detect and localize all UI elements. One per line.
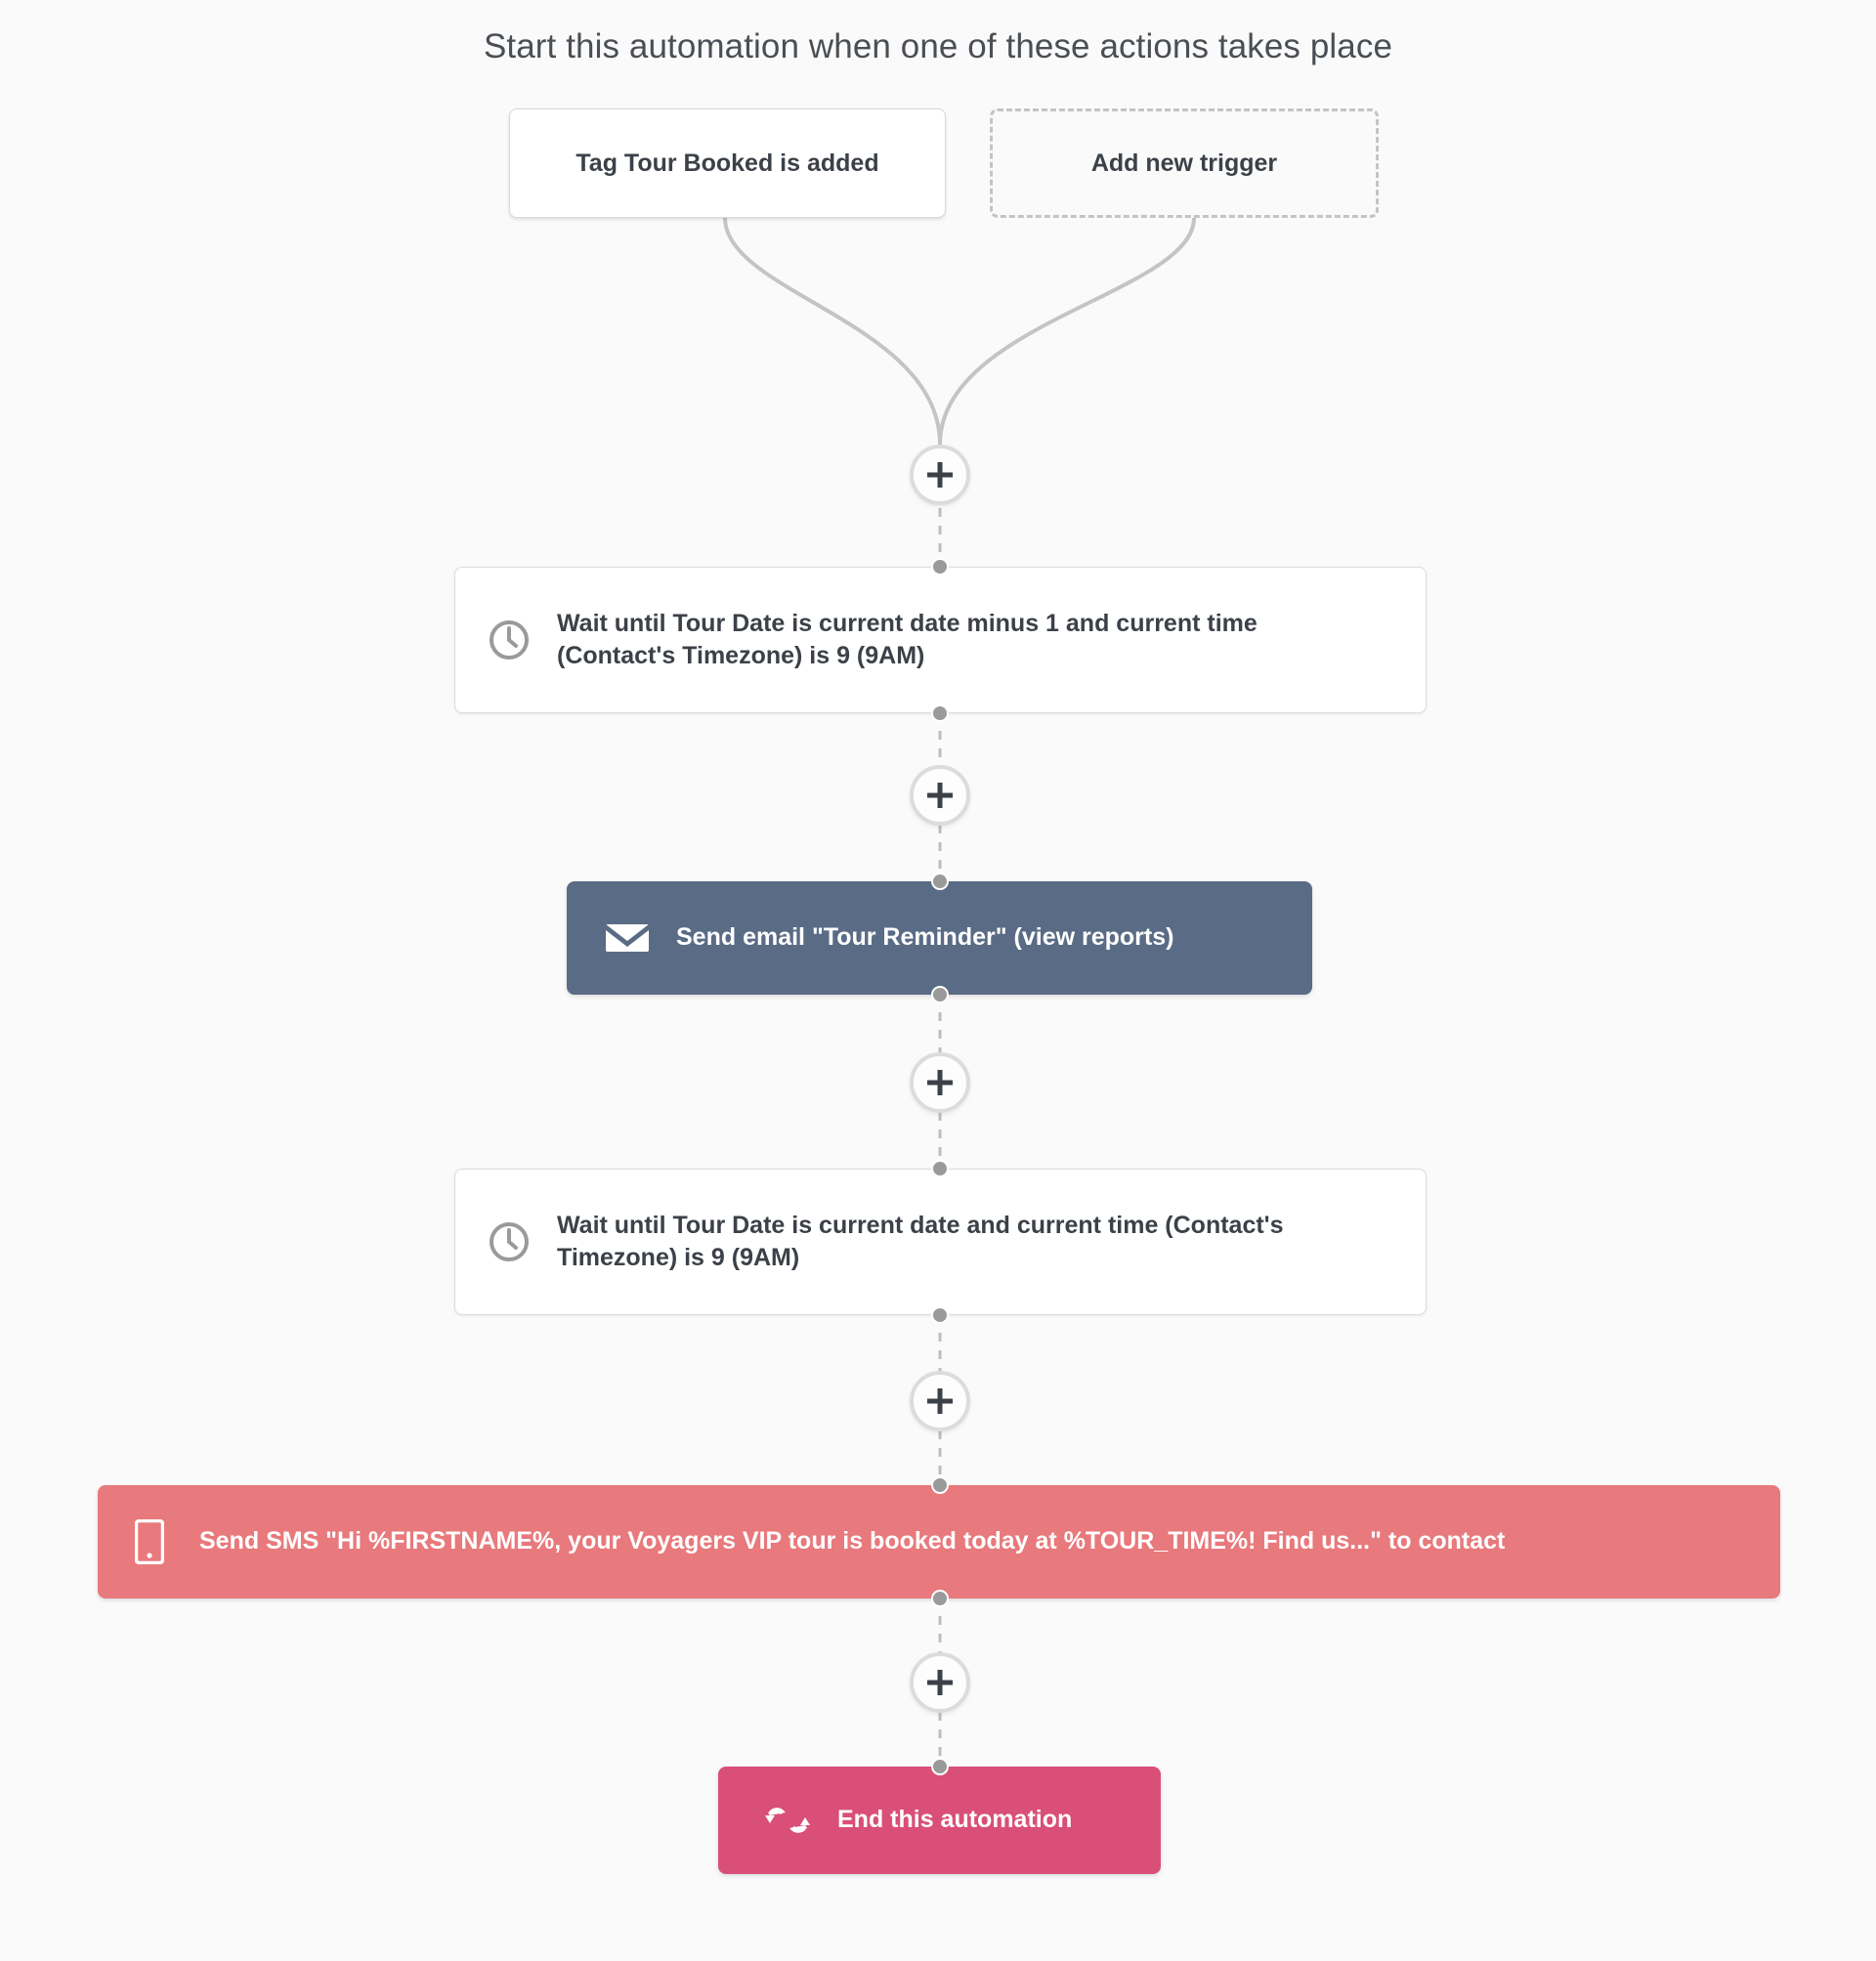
clock-icon [487, 618, 532, 662]
node-dot-in-sms [931, 1476, 949, 1494]
page-title: Start this automation when one of these … [483, 27, 1393, 65]
clock-icon [487, 1219, 532, 1264]
step-send-email[interactable]: Send email "Tour Reminder" (view reports… [567, 881, 1312, 995]
wire-trigger-1 [723, 217, 942, 446]
trigger-label: Tag Tour Booked is added [576, 149, 879, 177]
step-send-email-label: Send email "Tour Reminder" (view reports… [676, 923, 1174, 952]
trigger-tag-tour-booked[interactable]: Tag Tour Booked is added [509, 108, 946, 218]
node-dot-out-wait-1 [931, 704, 949, 722]
envelope-icon [606, 921, 649, 955]
node-dot-out-sms [931, 1590, 949, 1607]
add-step-after-wait-1[interactable] [910, 765, 970, 826]
step-send-sms-label: Send SMS "Hi %FIRSTNAME%, your Voyagers … [199, 1527, 1506, 1556]
add-new-trigger-label: Add new trigger [1090, 149, 1278, 177]
node-dot-out-email [931, 986, 949, 1003]
step-wait-2[interactable]: Wait until Tour Date is current date and… [454, 1169, 1427, 1315]
plus-icon [927, 1070, 953, 1095]
plus-icon [927, 1670, 953, 1695]
step-wait-2-label: Wait until Tour Date is current date and… [557, 1211, 1284, 1272]
node-dot-in-end [931, 1758, 949, 1775]
add-step-after-triggers[interactable] [910, 445, 970, 505]
node-dot-in-wait-2 [931, 1160, 949, 1177]
step-end-automation[interactable]: End this automation [718, 1767, 1161, 1874]
add-step-after-wait-2[interactable] [910, 1371, 970, 1431]
step-wait-1-label: Wait until Tour Date is current date min… [557, 609, 1258, 670]
mobile-phone-icon [135, 1519, 164, 1564]
add-step-after-sms[interactable] [910, 1652, 970, 1713]
node-dot-out-wait-2 [931, 1306, 949, 1324]
step-wait-1[interactable]: Wait until Tour Date is current date min… [454, 567, 1427, 713]
step-end-automation-label: End this automation [837, 1806, 1073, 1834]
node-dot-in-email [931, 873, 949, 890]
add-step-after-email[interactable] [910, 1052, 970, 1113]
wire-trigger-2 [938, 217, 1196, 446]
add-new-trigger-button[interactable]: Add new trigger [990, 108, 1379, 218]
exchange-arrows-icon [765, 1803, 810, 1838]
step-send-sms[interactable]: Send SMS "Hi %FIRSTNAME%, your Voyagers … [98, 1485, 1780, 1599]
node-dot-in-wait-1 [931, 558, 949, 576]
plus-icon [927, 1388, 953, 1414]
plus-icon [927, 783, 953, 808]
plus-icon [927, 462, 953, 488]
